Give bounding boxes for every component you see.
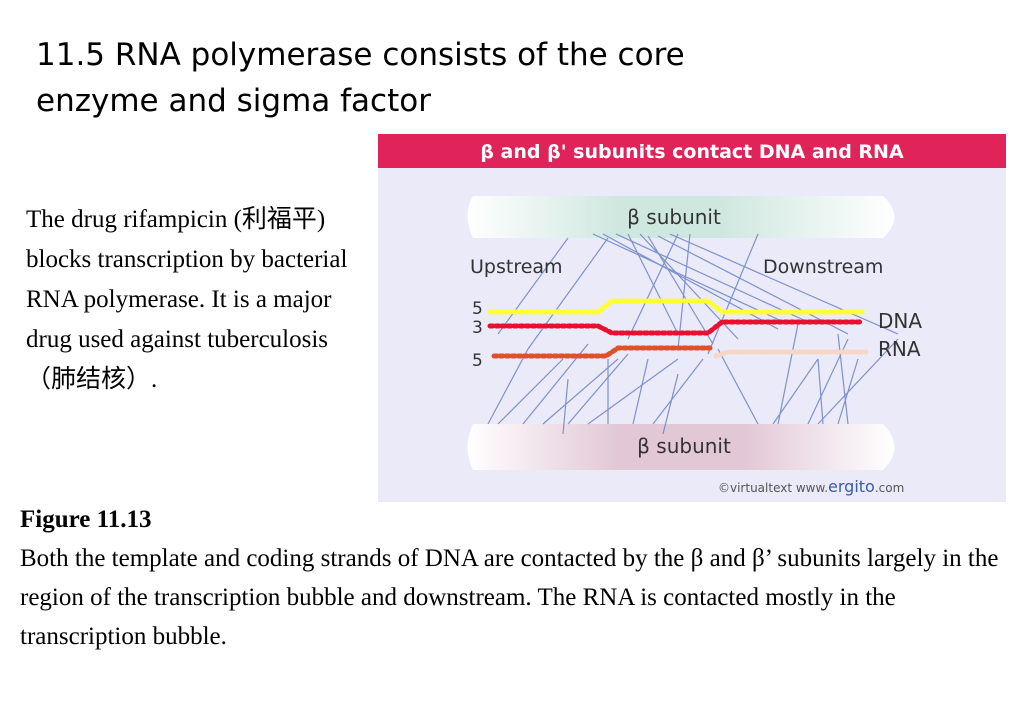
credit-brand: ergito (828, 477, 875, 496)
bottom-beta-subunit-shape (467, 424, 895, 470)
rna-downstream-faint (713, 349, 869, 359)
figure-diagram: β and β' subunits contact DNA and RNA β … (378, 134, 1006, 502)
end-label-5-bottom: 5 (472, 351, 483, 371)
upstream-label: Upstream (470, 256, 563, 278)
top-subunit-label: β subunit (627, 205, 721, 229)
top-beta-subunit-shape (467, 196, 895, 238)
slide-title: 11.5 RNA polymerase consists of the core… (36, 32, 996, 124)
template-strand (487, 319, 865, 336)
rna-strand (491, 345, 713, 359)
end-label-5-top: 5 (472, 299, 483, 319)
downstream-label: Downstream (763, 256, 883, 278)
rifampicin-note: The drug rifampicin (利福平) blocks transcr… (26, 206, 348, 393)
figure-caption: Figure 11.13 Both the template and codin… (20, 500, 1010, 656)
credit-line: ©virtualtext www.ergito.com (718, 477, 904, 496)
end-label-3: 3 (472, 318, 483, 338)
dna-label: DNA (878, 309, 922, 333)
credit-prefix: ©virtualtext www. (718, 481, 828, 495)
bottom-subunit-label: β subunit (637, 434, 731, 458)
slide-title-line-1: 11.5 RNA polymerase consists of the core (36, 37, 685, 73)
banner-text: β and β' subunits contact DNA and RNA (480, 141, 904, 163)
slide-title-line-2: enzyme and sigma factor (36, 83, 431, 119)
diagram-canvas: β and β' subunits contact DNA and RNA β … (378, 134, 1006, 496)
credit-suffix: .com (875, 481, 904, 495)
coding-strand (487, 298, 865, 315)
banner-bar (378, 134, 1006, 168)
figure-caption-body: Both the template and coding strands of … (20, 545, 999, 650)
figure-label: Figure 11.13 (20, 506, 152, 533)
rna-label: RNA (878, 337, 921, 361)
